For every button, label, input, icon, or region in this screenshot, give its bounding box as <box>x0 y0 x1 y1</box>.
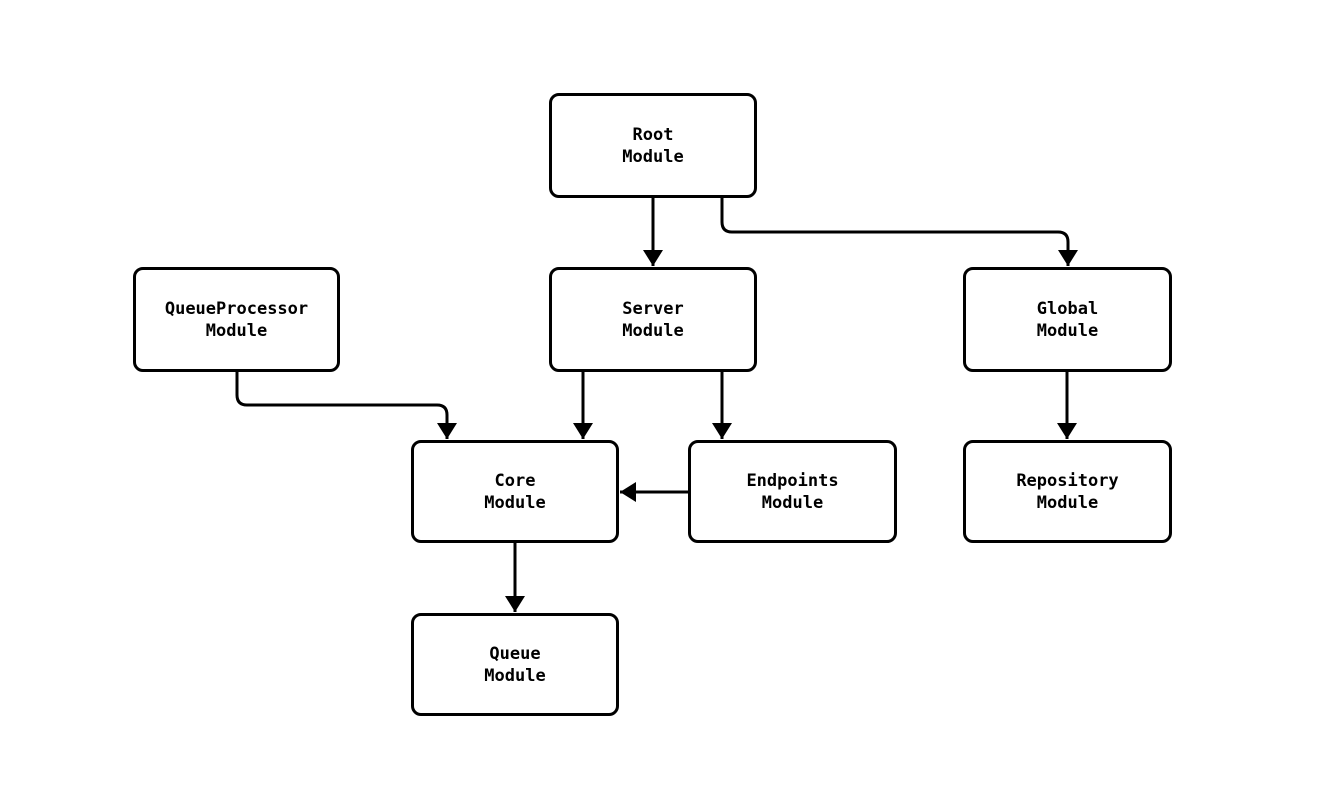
node-queue-module-label: Queue Module <box>484 643 546 686</box>
node-queueprocessor-module-label: QueueProcessor Module <box>164 298 309 341</box>
node-global-module: Global Module <box>963 267 1172 372</box>
node-queue-module: Queue Module <box>411 613 619 716</box>
node-root-module: Root Module <box>549 93 757 198</box>
edge-root-to-global <box>720 198 1078 266</box>
node-server-module-label: Server Module <box>622 298 684 341</box>
node-endpoints-module: Endpoints Module <box>688 440 897 543</box>
node-server-module: Server Module <box>549 267 757 372</box>
node-core-module: Core Module <box>411 440 619 543</box>
edge-queueprocessor-to-core <box>235 372 457 439</box>
node-repository-module: Repository Module <box>963 440 1172 543</box>
node-core-module-label: Core Module <box>484 470 546 513</box>
node-repository-module-label: Repository Module <box>1016 470 1119 513</box>
node-global-module-label: Global Module <box>1036 298 1099 341</box>
node-queueprocessor-module: QueueProcessor Module <box>133 267 340 372</box>
node-endpoints-module-label: Endpoints Module <box>746 470 839 513</box>
node-root-module-label: Root Module <box>622 124 684 167</box>
